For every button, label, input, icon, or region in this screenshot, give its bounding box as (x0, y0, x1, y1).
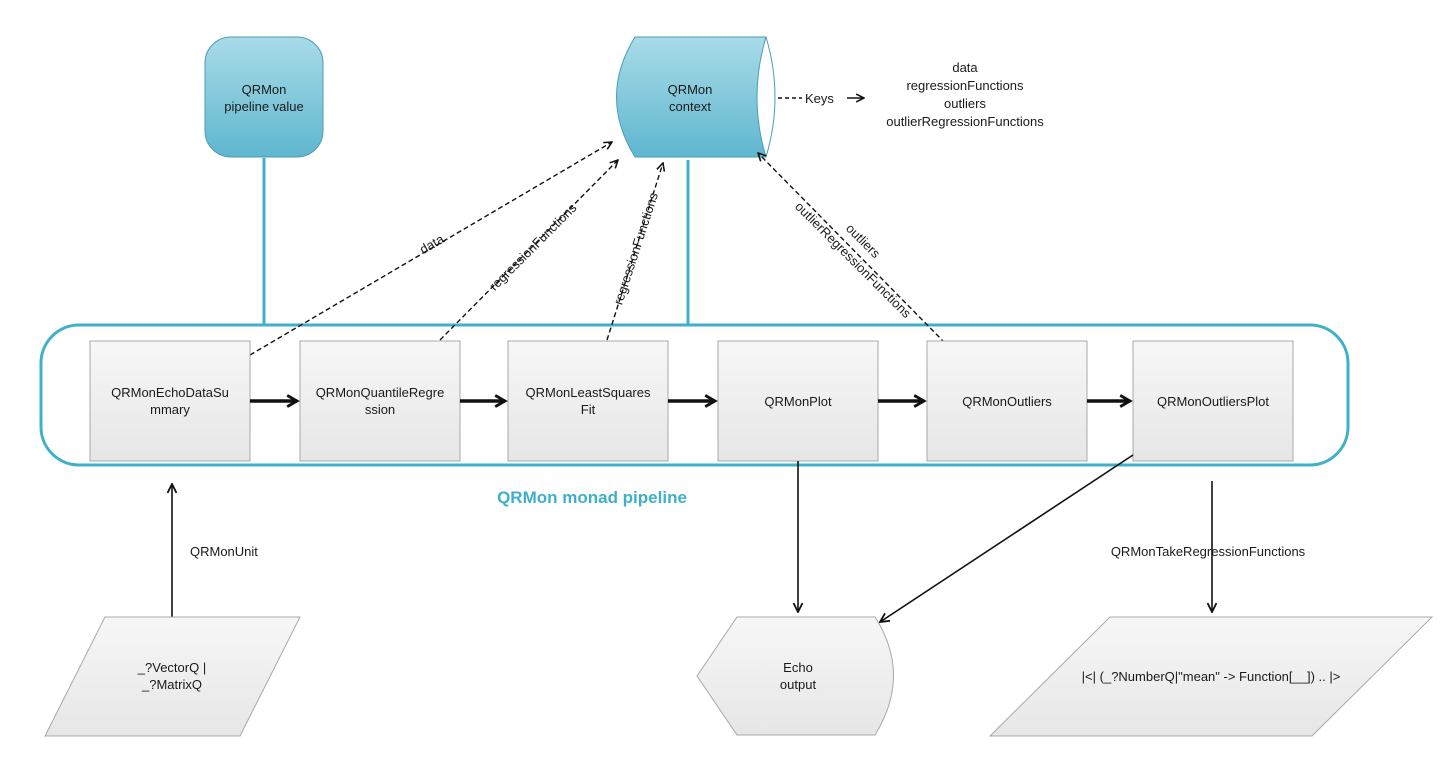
keys-label: Keys (805, 91, 834, 106)
outliers-plot-echo-arrow (880, 454, 1134, 622)
step-label-line1: QRMonLeastSquares (525, 385, 651, 400)
regression-functions-edge-2 (606, 163, 663, 341)
step-label-line1: QRMonQuantileRegre (316, 385, 445, 400)
pipeline-title: QRMon monad pipeline (497, 488, 687, 507)
step-label-line1: QRMonEchoDataSu (111, 385, 229, 400)
result-text: |<| (_?NumberQ|"mean" -> Function[__]) .… (1082, 669, 1341, 684)
echo-line2: output (780, 677, 817, 692)
pipeline-value-node: QRMon pipeline value (204, 36, 324, 158)
step-echo-data-summary: QRMonEchoDataSu mmary (89, 340, 251, 462)
echo-output-node: Echo output (696, 616, 894, 736)
echo-line1: Echo (783, 660, 813, 675)
data-edge (249, 142, 612, 356)
step-label-line1: QRMonOutliers (962, 394, 1052, 409)
result-node: |<| (_?NumberQ|"mean" -> Function[__]) .… (988, 616, 1434, 737)
key-item: outlierRegressionFunctions (886, 114, 1044, 129)
step-label-line2: ssion (365, 402, 395, 417)
step-quantile-regression: QRMonQuantileRegre ssion (299, 340, 461, 462)
step-label-line1: QRMonOutliersPlot (1157, 394, 1269, 409)
outliers-edge (758, 153, 946, 344)
input-line2: _?MatrixQ (141, 677, 202, 692)
step-label-line2: Fit (581, 402, 596, 417)
step-plot: QRMonPlot (717, 340, 879, 462)
edge-label-regression-functions-2: regressionFunctions (611, 190, 662, 306)
edge-label-regression-functions-1: regressionFunctions (486, 200, 580, 294)
context-line2: context (669, 99, 711, 114)
context-line1: QRMon (668, 82, 713, 97)
key-item: regressionFunctions (906, 78, 1024, 93)
edge-label-take: QRMonTakeRegressionFunctions (1111, 544, 1306, 559)
step-least-squares-fit: QRMonLeastSquares Fit (507, 340, 669, 462)
step-outliers-plot: QRMonOutliersPlot (1132, 340, 1294, 462)
step-label-line1: QRMonPlot (764, 394, 832, 409)
key-item: outliers (944, 96, 986, 111)
keys-list: data regressionFunctions outliers outlie… (886, 60, 1044, 129)
regression-functions-edge-1 (439, 160, 618, 341)
context-node: QRMon context (616, 36, 776, 158)
pipeline-container (39, 323, 1350, 467)
edge-label-unit: QRMonUnit (190, 544, 258, 559)
pipeline-value-line1: QRMon (242, 82, 287, 97)
edge-label-outlier-regression-functions: outlierRegressionFunctions (792, 199, 914, 321)
pipeline-value-line2: pipeline value (224, 99, 304, 114)
edge-label-data: data (417, 231, 447, 257)
step-label-line2: mmary (150, 402, 190, 417)
step-outliers: QRMonOutliers (926, 340, 1088, 462)
input-node: _?VectorQ | _?MatrixQ (44, 616, 301, 737)
key-item: data (952, 60, 978, 75)
input-line1: _?VectorQ | (137, 660, 206, 675)
